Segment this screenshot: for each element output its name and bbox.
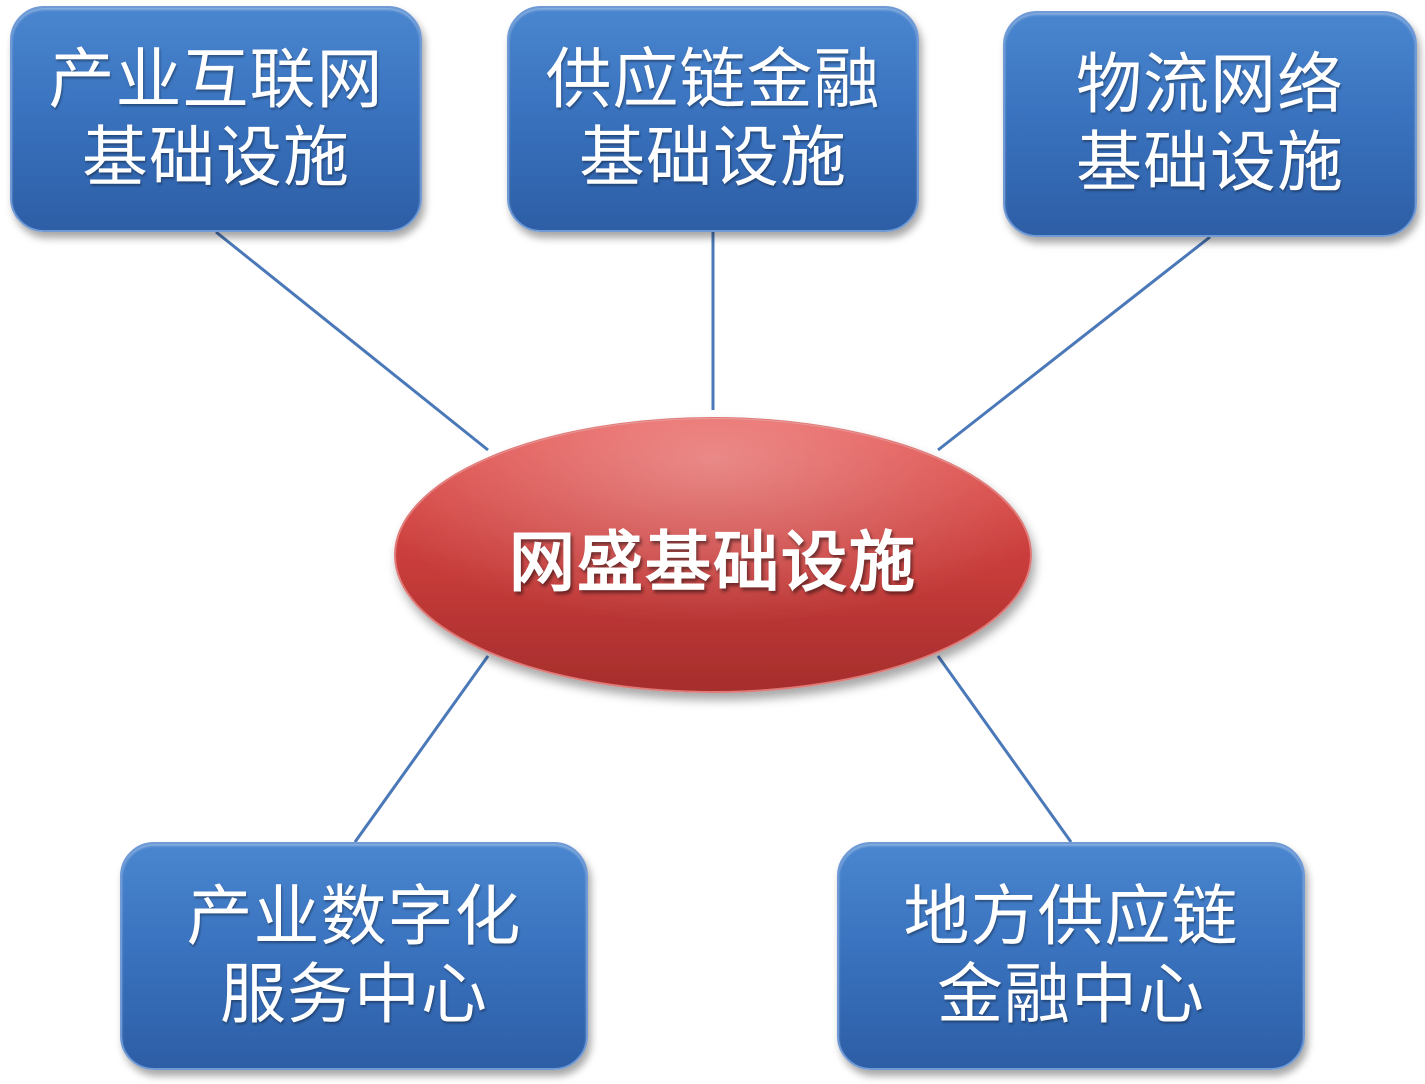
node-label-line2: 金融中心 <box>937 956 1205 1033</box>
connector-bottom-right <box>936 655 1073 843</box>
node-label-line2: 基础设施 <box>82 119 350 196</box>
connector-top-left <box>215 230 489 452</box>
node-label-line1: 产业互联网 <box>48 41 384 118</box>
node-local-supply-chain-finance: 地方供应链 金融中心 <box>837 842 1305 1070</box>
node-label-line1: 供应链金融 <box>545 41 881 118</box>
node-industrial-internet: 产业互联网 基础设施 <box>10 6 422 232</box>
node-label-line1: 物流网络 <box>1076 46 1344 123</box>
node-supply-chain-finance: 供应链金融 基础设施 <box>507 6 919 232</box>
node-label-line1: 地方供应链 <box>903 878 1239 955</box>
node-label-line1: 产业数字化 <box>186 878 522 955</box>
connector-top-right <box>937 235 1211 452</box>
node-logistics-network: 物流网络 基础设施 <box>1003 11 1417 237</box>
node-industrial-digitalization: 产业数字化 服务中心 <box>120 842 588 1070</box>
center-ellipse <box>394 417 1032 693</box>
node-label-line2: 基础设施 <box>579 119 847 196</box>
node-label-line2: 服务中心 <box>220 956 488 1033</box>
center-label: 网盛基础设施 <box>509 524 917 601</box>
node-label-line2: 基础设施 <box>1076 124 1344 201</box>
connector-bottom-left <box>353 655 490 843</box>
